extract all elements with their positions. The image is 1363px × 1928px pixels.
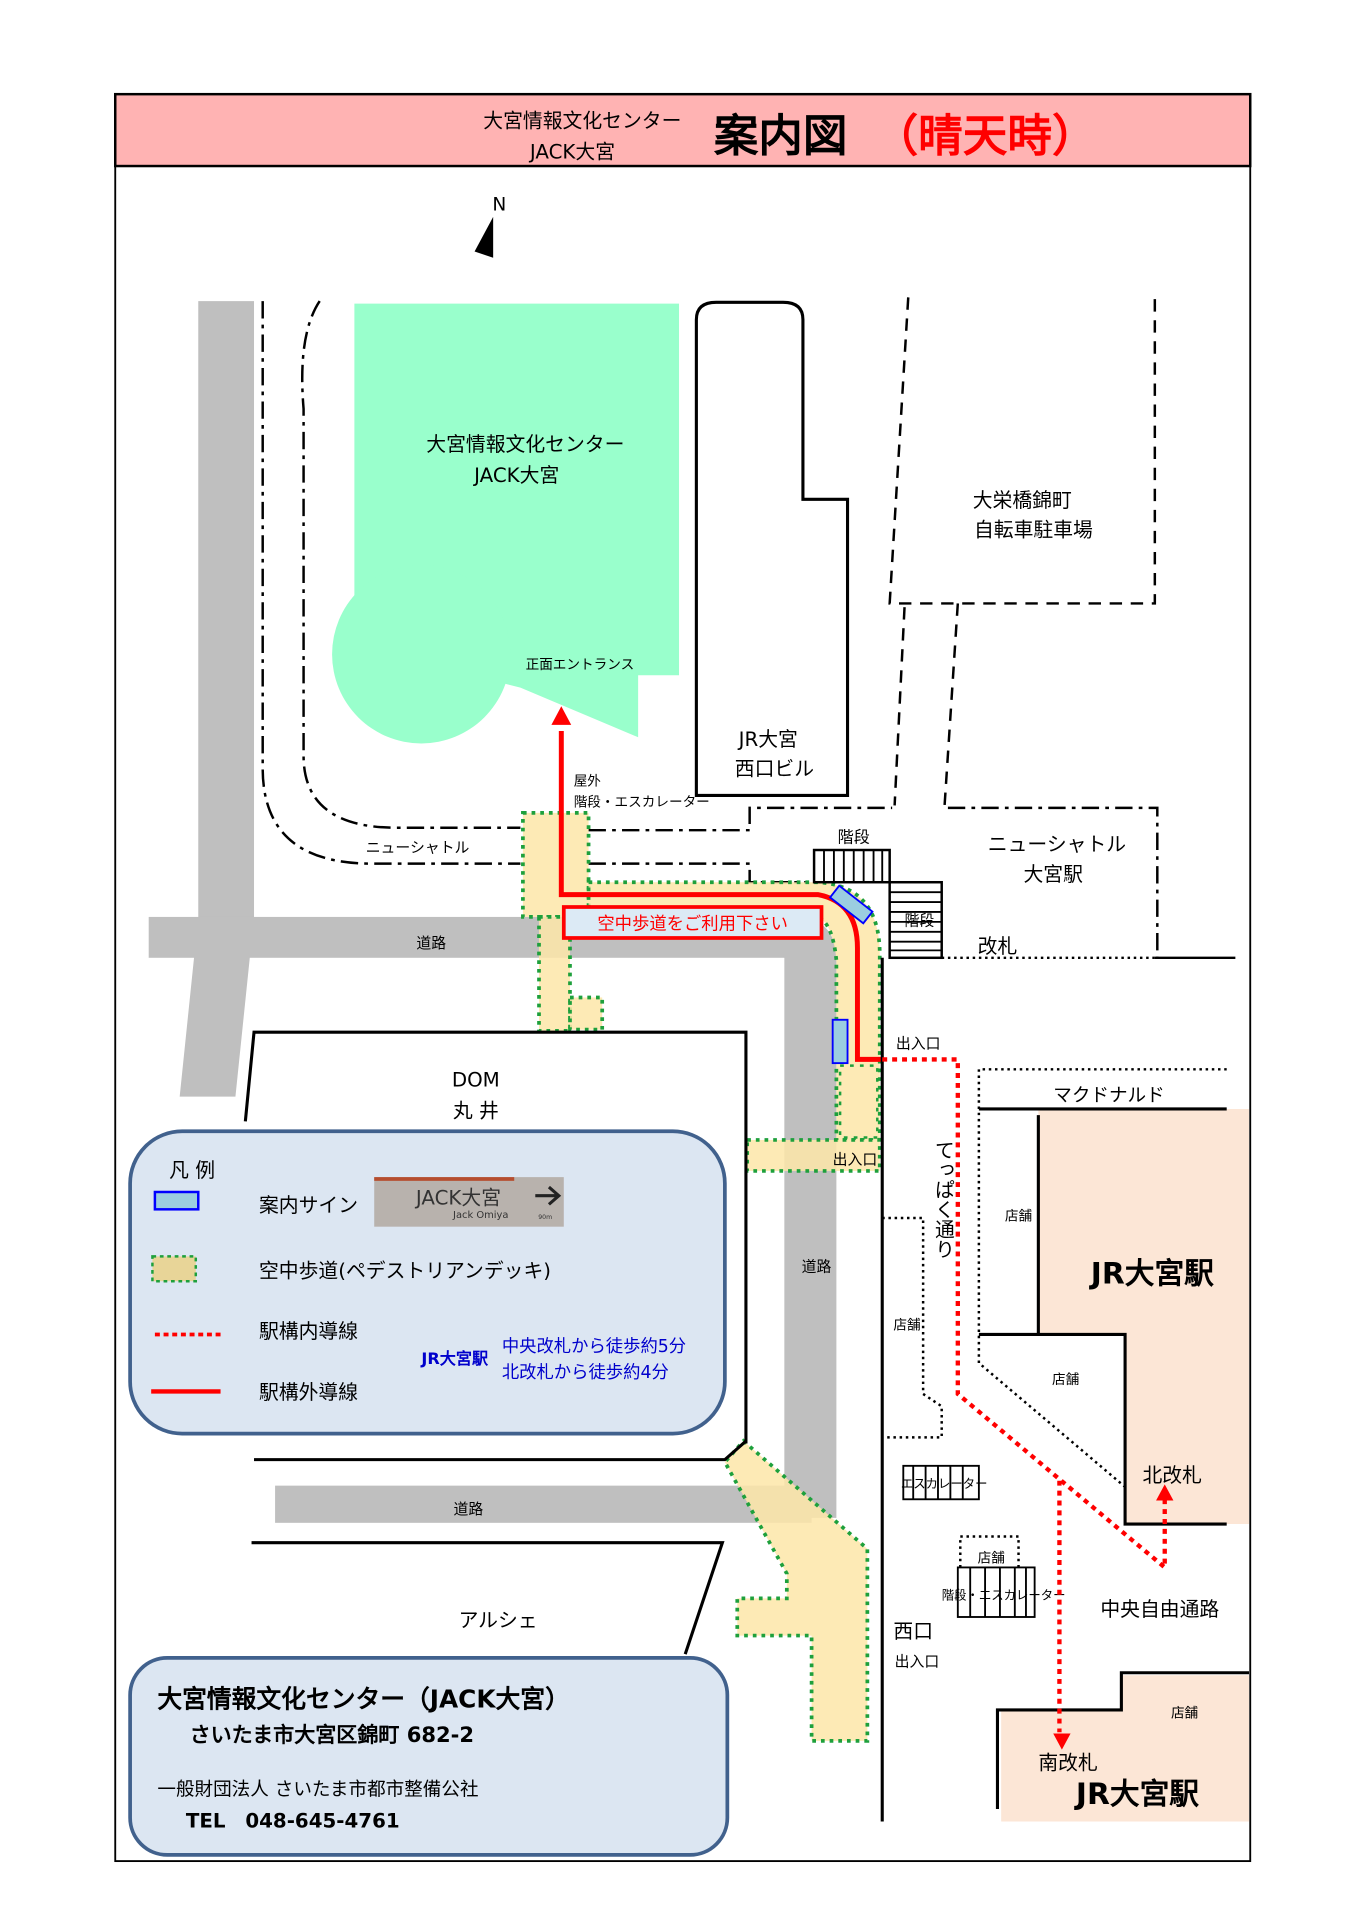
central-passage-label: 中央自由通路 bbox=[1100, 1598, 1219, 1621]
entrance-label-1: 出入口 bbox=[896, 1034, 941, 1052]
arrow-right-icon bbox=[535, 1185, 562, 1206]
legend-walk-central: 中央改札から徒歩約5分 bbox=[502, 1337, 686, 1357]
outdoor-stairs-label-2: 階段・エスカレーター bbox=[574, 795, 710, 811]
address-street: さいたま市大宮区錦町 682-2 bbox=[190, 1722, 474, 1747]
jack-building-label-1: 大宮情報文化センター bbox=[426, 433, 624, 456]
stairs-escalator bbox=[956, 1566, 1036, 1618]
new-shuttle-track bbox=[261, 300, 1159, 958]
bicycle-parking-outline bbox=[888, 297, 1157, 812]
address-tel: TEL 048-645-4761 bbox=[186, 1810, 400, 1833]
stairs-top bbox=[812, 848, 891, 884]
jr-station-upper-area bbox=[1038, 1108, 1249, 1525]
escalator bbox=[902, 1464, 980, 1501]
shop-label-3: 店舗 bbox=[1052, 1372, 1079, 1388]
guide-sign-2 bbox=[831, 1018, 849, 1065]
west-building-label-1: JR大宮 bbox=[737, 728, 798, 751]
header-bar bbox=[114, 92, 1252, 168]
address-name: 大宮情報文化センター（JACK大宮） bbox=[157, 1684, 569, 1713]
guide-sign-1 bbox=[828, 884, 874, 925]
south-gate-arrow-icon bbox=[1053, 1733, 1071, 1750]
address-box bbox=[128, 1656, 730, 1857]
station-walls bbox=[978, 1107, 1249, 1810]
map-frame bbox=[114, 93, 1252, 1863]
legend-outside-route-label: 駅構外導線 bbox=[259, 1381, 358, 1404]
skywalk-notice-box bbox=[561, 905, 824, 940]
legend-sign-label: 案内サイン bbox=[259, 1194, 358, 1217]
entrance-label-3: 出入口 bbox=[895, 1653, 940, 1671]
jack-building bbox=[332, 303, 680, 744]
bicycle-parking-label-1: 大栄橋錦町 bbox=[973, 489, 1072, 512]
svg-text:JACK大宮: JACK大宮 bbox=[414, 1186, 501, 1209]
skywalk-notice: 空中歩道をご利用下さい bbox=[597, 914, 788, 934]
dom-marui-building bbox=[243, 1030, 748, 1655]
address-org: 一般財団法人 さいたま市都市整備公社 bbox=[157, 1779, 478, 1800]
dom-label-1: DOM bbox=[452, 1069, 500, 1092]
svg-text:90m: 90m bbox=[538, 1214, 552, 1221]
new-shuttle-station-label-1: ニューシャトル bbox=[988, 833, 1126, 856]
jr-station-lower-label: JR大宮駅 bbox=[1074, 1777, 1199, 1812]
header-subtitle-2: JACK大宮 bbox=[528, 141, 615, 164]
mcdonalds-label: マクドナルド bbox=[1053, 1086, 1164, 1107]
road-top-label: 道路 bbox=[416, 934, 446, 952]
jr-west-building bbox=[694, 300, 850, 798]
legend-inside-route-label: 駅構内導線 bbox=[259, 1320, 358, 1343]
dom-label-2: 丸 井 bbox=[453, 1100, 499, 1123]
stairs-side-label: 階段 bbox=[905, 912, 935, 930]
compass-label: N bbox=[492, 195, 506, 216]
roads bbox=[148, 301, 837, 1523]
outdoor-stairs-label-1: 屋外 bbox=[574, 774, 602, 790]
header-title: 案内図 bbox=[714, 110, 848, 162]
stairs-top-label: 階段 bbox=[838, 828, 870, 847]
arche-label: アルシェ bbox=[459, 1609, 538, 1632]
ticket-gate-label: 改札 bbox=[978, 935, 1018, 958]
jr-station-upper-label: JR大宮駅 bbox=[1089, 1257, 1214, 1292]
stairs-escalator-label: 階段・エスカレーター bbox=[942, 1588, 1066, 1603]
legend-sign-photo: JACK大宮 Jack Omiya 90m bbox=[374, 1177, 564, 1227]
north-arrow-icon bbox=[474, 216, 494, 258]
front-entrance-label: 正面エントランス bbox=[526, 657, 635, 673]
header-subtitle-1: 大宮情報文化センター bbox=[483, 110, 681, 133]
road-mid-label: 道路 bbox=[802, 1257, 832, 1275]
road-bottom-label: 道路 bbox=[454, 1500, 484, 1518]
jr-station-lower-area bbox=[1001, 1675, 1249, 1822]
south-gate-label: 南改札 bbox=[1038, 1751, 1097, 1774]
legend-walk-north: 北改札から徒歩約4分 bbox=[502, 1363, 669, 1383]
teppaku-street-label: てっぱく通り bbox=[931, 1140, 954, 1259]
jack-building-label-2: JACK大宮 bbox=[472, 464, 559, 487]
shop-label-4: 店舗 bbox=[978, 1550, 1005, 1566]
legend-jr-station: JR大宮駅 bbox=[420, 1349, 489, 1368]
stairs-side bbox=[888, 880, 943, 960]
shop-label-5: 店舗 bbox=[1171, 1705, 1198, 1721]
north-gate-arrow-icon bbox=[1156, 1484, 1174, 1501]
route-arrow-up-icon bbox=[551, 706, 572, 725]
legend-deck-label: 空中歩道(ペデストリアンデッキ) bbox=[259, 1259, 551, 1282]
svg-text:Jack Omiya: Jack Omiya bbox=[452, 1210, 508, 1221]
shop-label-1: 店舗 bbox=[1005, 1208, 1032, 1224]
legend-deck-icon bbox=[151, 1255, 198, 1283]
legend-title: 凡 例 bbox=[169, 1159, 215, 1182]
new-shuttle-road-label: ニューシャトル bbox=[366, 838, 470, 856]
bicycle-parking-label-2: 自転車駐車場 bbox=[974, 519, 1093, 542]
inside-route-line bbox=[882, 1057, 1167, 1733]
header-weather: （晴天時） bbox=[874, 110, 1097, 162]
shop-label-2: 店舗 bbox=[893, 1318, 920, 1334]
entrance-label-2: 出入口 bbox=[833, 1151, 878, 1169]
escalator-label: エスカレーター bbox=[901, 1476, 988, 1491]
new-shuttle-station-label-2: 大宮駅 bbox=[1023, 863, 1083, 886]
legend-sign-icon bbox=[153, 1190, 200, 1211]
north-gate-label: 北改札 bbox=[1142, 1464, 1201, 1487]
west-building-label-2: 西口ビル bbox=[735, 758, 814, 781]
west-exit-label: 西口 bbox=[893, 1620, 933, 1643]
legend-box bbox=[128, 1129, 727, 1436]
